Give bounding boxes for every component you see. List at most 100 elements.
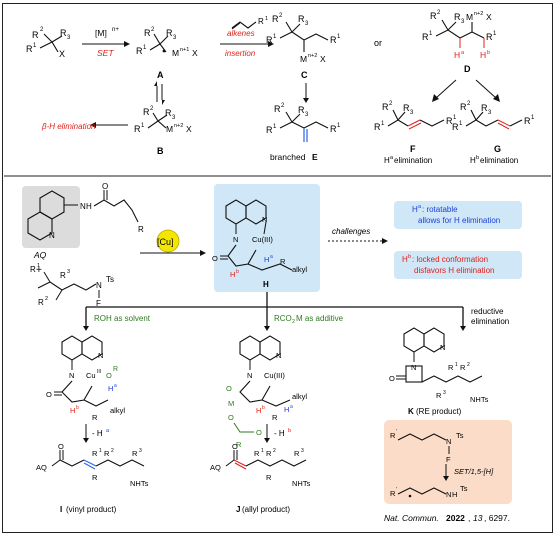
svg-text:H: H	[108, 384, 113, 393]
svg-text:N: N	[440, 343, 445, 352]
citation: Nat. Commun. 2022 , 13 , 6297.	[384, 513, 510, 523]
svg-text:alkyl: alkyl	[292, 265, 307, 274]
svg-text:N: N	[80, 202, 86, 211]
r2-sup: 2	[40, 27, 44, 33]
svg-text:Cu(III): Cu(III)	[264, 371, 285, 380]
svg-text:M: M	[300, 54, 307, 64]
svg-text:Cu: Cu	[86, 371, 96, 380]
svg-text:R: R	[298, 105, 305, 115]
svg-text:O: O	[106, 371, 112, 380]
product-F: R 2 R 3 R 1 R 1 F H a elimination	[374, 101, 457, 165]
svg-text:insertion: insertion	[225, 49, 256, 58]
svg-text:R: R	[166, 28, 173, 38]
svg-text:1: 1	[261, 448, 264, 454]
branch-roh-label: ROH as solvent	[94, 314, 151, 323]
svg-text:NHTs: NHTs	[292, 479, 311, 488]
svg-text:R: R	[258, 17, 264, 26]
svg-text:R: R	[280, 257, 286, 266]
svg-text:R: R	[430, 11, 437, 21]
svg-text:3: 3	[461, 19, 465, 25]
figure-frame	[2, 3, 553, 533]
svg-text:2: 2	[281, 103, 285, 109]
svg-text:3: 3	[410, 110, 414, 116]
catalyst-charge: n+	[112, 27, 119, 33]
svg-text:R: R	[143, 107, 150, 117]
svg-text:3: 3	[172, 115, 176, 121]
svg-text:N: N	[49, 231, 55, 240]
set-arrow: [M] n+ SET	[82, 27, 130, 58]
svg-text:N: N	[262, 215, 267, 224]
svg-text:R: R	[134, 124, 141, 134]
svg-text:H: H	[264, 255, 269, 264]
branch-re-label: reductive	[471, 307, 504, 316]
svg-text:R: R	[403, 103, 410, 113]
svg-text:n+2: n+2	[474, 11, 483, 17]
svg-text:R: R	[138, 225, 144, 234]
beta-h-elimination: β-H elimination	[41, 122, 128, 131]
svg-text:F: F	[96, 299, 101, 308]
svg-text:R: R	[382, 102, 389, 112]
branch-connector: ROH as solvent RCO 2 M as additive reduc…	[83, 292, 509, 331]
svg-text:b: b	[408, 254, 411, 260]
svg-text:R: R	[266, 449, 272, 458]
svg-text:O: O	[212, 254, 218, 263]
svg-text:': '	[396, 487, 397, 493]
svg-text:b: b	[476, 155, 479, 161]
svg-text:2: 2	[279, 13, 283, 19]
svg-text:1: 1	[337, 123, 341, 129]
svg-text:R: R	[390, 489, 396, 498]
svg-text:R: R	[486, 32, 493, 42]
svg-text:H: H	[230, 270, 235, 279]
set-15h-label: SET/1,5-[H]	[454, 467, 494, 476]
svg-text:Ts: Ts	[460, 484, 468, 493]
svg-text:b: b	[487, 50, 490, 56]
svg-text:- H: - H	[92, 429, 103, 438]
svg-text:R: R	[422, 32, 429, 42]
aq-label: AQ	[33, 250, 47, 260]
svg-text:R: R	[165, 108, 172, 118]
svg-text:R: R	[436, 391, 442, 400]
svg-text:alkenes: alkenes	[227, 29, 255, 38]
svg-text:branched: branched	[270, 152, 306, 162]
svg-text:N: N	[233, 235, 238, 244]
svg-text:b: b	[76, 405, 79, 411]
label-H: H	[263, 280, 269, 289]
cu-iii-label: Cu(III)	[252, 235, 273, 244]
label-B: B	[157, 146, 164, 156]
svg-text:2: 2	[467, 362, 470, 368]
svg-text:1: 1	[265, 16, 268, 22]
challenges-arrow: challenges	[328, 227, 388, 244]
svg-text:H: H	[86, 202, 92, 211]
svg-text:1: 1	[273, 124, 277, 130]
svg-text:R: R	[452, 122, 459, 132]
svg-text:1: 1	[493, 31, 497, 37]
svg-text:3: 3	[173, 35, 177, 41]
product-E: R 2 R 3 R 1 R 1 branched E	[266, 103, 341, 162]
organometallic-C: R 2 R 3 R 1 R 1 M n+2 X C	[266, 13, 341, 80]
svg-text:N: N	[96, 281, 102, 290]
svg-text:2: 2	[151, 27, 155, 33]
svg-text:3: 3	[305, 112, 309, 118]
svg-text:3: 3	[488, 110, 492, 116]
challenge-box-ha: H a : rotatable allows for H elimination	[394, 201, 522, 229]
challenge-box-hb: H b : locked conformation disfavors H el…	[394, 251, 522, 279]
svg-text:R: R	[254, 449, 260, 458]
svg-text:Ts: Ts	[106, 275, 114, 284]
svg-text:b: b	[288, 428, 291, 434]
svg-text:Ts: Ts	[456, 431, 464, 440]
svg-text:III: III	[97, 369, 101, 375]
svg-text:H: H	[384, 156, 390, 165]
hat-box: R ' N Ts F SET/1,5-[H] R ' N H Ts	[384, 420, 512, 504]
svg-text:R: R	[390, 431, 396, 440]
svg-text:R: R	[330, 124, 337, 134]
challenges-label: challenges	[332, 227, 370, 236]
svg-text:O: O	[46, 390, 52, 399]
svg-text:elimination: elimination	[394, 156, 432, 165]
svg-text:disfavors H elimination: disfavors H elimination	[414, 266, 494, 275]
svg-text:H: H	[284, 405, 289, 414]
x-label: X	[59, 49, 65, 59]
svg-text:b: b	[236, 269, 239, 275]
svg-text:Nat. Commun.: Nat. Commun.	[384, 513, 439, 523]
svg-text:a: a	[418, 204, 422, 210]
svg-text:R: R	[92, 449, 98, 458]
